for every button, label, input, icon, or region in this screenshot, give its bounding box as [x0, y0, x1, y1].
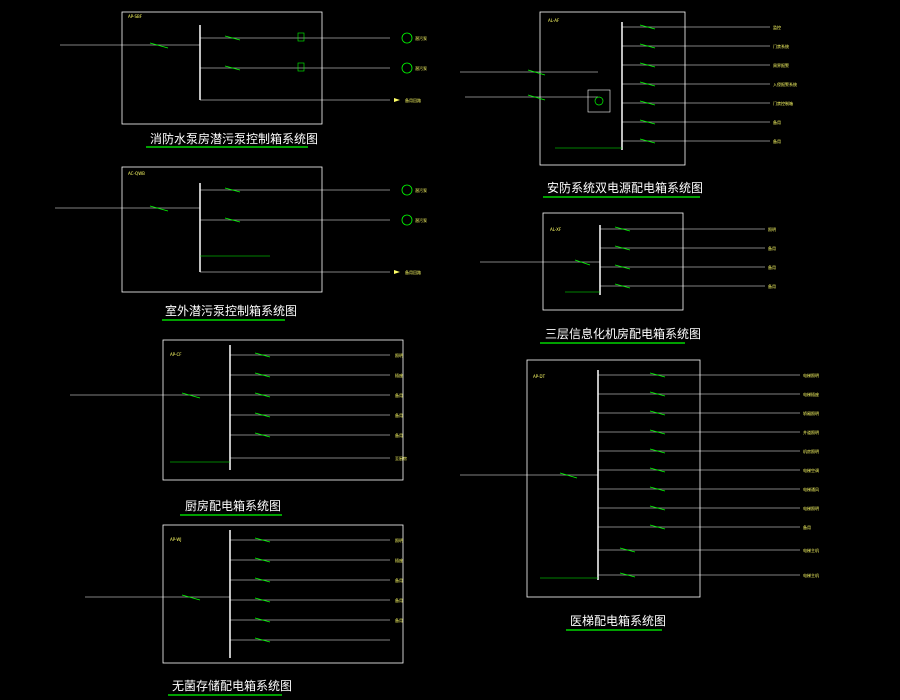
outgoing-label: 备用 — [395, 412, 403, 418]
panel-code: AP-CF — [170, 352, 182, 357]
panel-title: 安防系统双电源配电箱系统图 — [547, 180, 703, 195]
outgoing-label: 备用 — [803, 524, 811, 530]
outgoing-label: 机房照明 — [803, 448, 819, 454]
panel-title: 医梯配电箱系统图 — [570, 613, 666, 628]
panel-it-room: AL-XF 照明 备用 备用 备用 三层信息化机房配电箱系统图 — [480, 212, 776, 344]
outgoing-label: 监控 — [773, 24, 781, 30]
outgoing-label: 插座 — [395, 557, 403, 563]
outgoing-label: 轿厢照明 — [803, 410, 819, 416]
outgoing-label: 照明 — [395, 353, 403, 358]
outgoing-label: 电梯通风 — [803, 486, 819, 492]
outgoing-label: 至厨房 — [395, 455, 407, 461]
outgoing-label: 电梯照明 — [803, 505, 819, 511]
outgoing-label: 备用 — [768, 283, 776, 289]
panel-sterile: AP-WJ 照明 插座 备用 备用 备用 无菌存储配电箱系统图 — [85, 524, 404, 696]
panel-code: AC-QWB — [128, 171, 145, 176]
outgoing-label: 入侵报警系统 — [773, 81, 797, 87]
panel-title: 室外潜污泵控制箱系统图 — [165, 303, 297, 318]
panel-title: 无菌存储配电箱系统图 — [172, 678, 292, 693]
panel-security: AL-AF 监控 门禁系统 周界报警 入侵报警系统 门禁控制箱 备用 备用 安防… — [460, 11, 797, 198]
outgoing-label: 潜污泵 — [415, 217, 427, 223]
panel-code: AP-WJ — [170, 537, 181, 542]
panel-title: 厨房配电箱系统图 — [185, 498, 281, 513]
outgoing-label: 备用 — [395, 597, 403, 603]
panel-code: AP-DT — [533, 374, 546, 379]
outgoing-label: 潜污泵 — [415, 35, 427, 41]
outgoing-label: 井道照明 — [803, 429, 819, 435]
panel-code: AL-AF — [548, 18, 560, 23]
outgoing-label: 潜污泵 — [415, 65, 427, 71]
panel-outdoor-pump: AC-QWB 潜污泵 潜污泵 备用回路 室外潜污泵控制箱系统图 — [55, 166, 427, 321]
outgoing-label: 备用回路 — [405, 97, 421, 103]
panel-fire-pump: AP-SBF 潜污泵 潜污泵 备用回路 消防水泵房潜污泵控制箱系统图 — [60, 11, 427, 148]
outgoing-label: 门禁控制箱 — [773, 100, 793, 106]
outgoing-label: 备用 — [773, 138, 781, 144]
panel-kitchen: AP-CF 照明 插座 备用 备用 备用 至厨房 厨房配电箱系统图 — [70, 339, 407, 516]
outgoing-label: 插座 — [395, 372, 403, 378]
outgoing-label: 电梯照明 — [803, 372, 819, 378]
outgoing-label: 照明 — [395, 538, 403, 543]
outgoing-label: 电梯主机 — [803, 572, 819, 578]
outgoing-label: 备用 — [768, 264, 776, 270]
outgoing-label: 潜污泵 — [415, 187, 427, 193]
outgoing-label: 备用 — [395, 617, 403, 623]
outgoing-label: 电梯插座 — [803, 391, 819, 397]
panel-title: 消防水泵房潜污泵控制箱系统图 — [150, 131, 318, 146]
outgoing-label: 备用回路 — [405, 269, 421, 275]
panel-title: 三层信息化机房配电箱系统图 — [545, 326, 701, 341]
panel-code: AL-XF — [550, 227, 562, 232]
outgoing-label: 备用 — [395, 392, 403, 398]
outgoing-label: 电梯空调 — [803, 467, 819, 473]
outgoing-label: 电梯主机 — [803, 547, 819, 553]
outgoing-label: 备用 — [768, 245, 776, 251]
panel-elevator: AP-DT 电梯照明 电梯插座 轿厢照明 井道照明 机房照明 电梯空调 电梯通风 — [460, 359, 819, 631]
outgoing-label: 备用 — [395, 432, 403, 438]
outgoing-label: 备用 — [773, 119, 781, 125]
panel-code: AP-SBF — [128, 14, 143, 19]
outgoing-label: 门禁系统 — [773, 43, 789, 49]
outgoing-label: 周界报警 — [773, 62, 789, 68]
outgoing-label: 备用 — [395, 577, 403, 583]
outgoing-label: 照明 — [768, 227, 776, 232]
